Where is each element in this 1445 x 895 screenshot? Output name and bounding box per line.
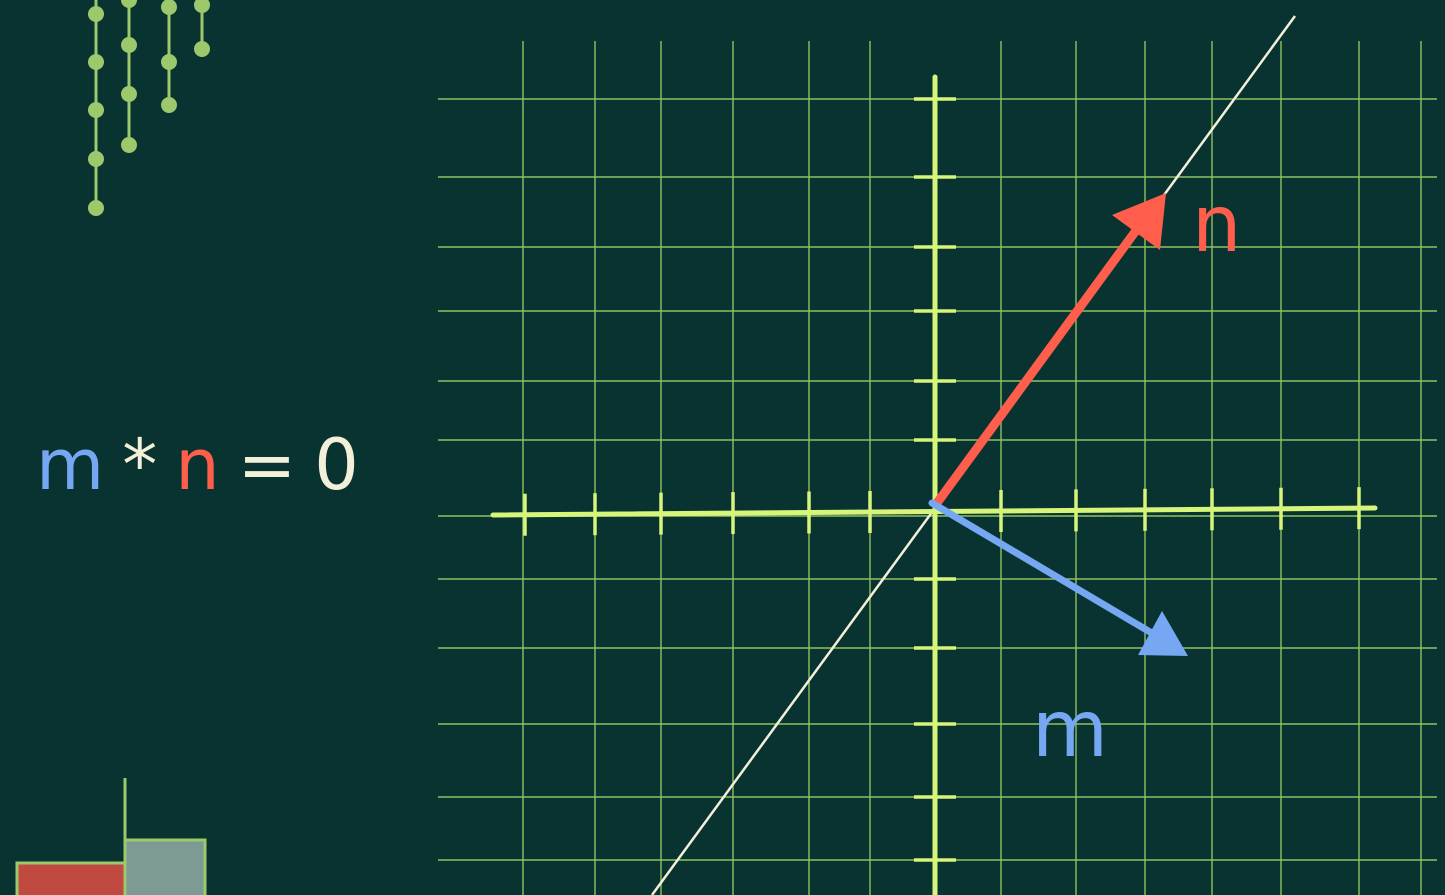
vector-n-shaft	[932, 220, 1145, 508]
vector-n	[932, 193, 1166, 508]
equation-result: 0	[314, 424, 359, 506]
dot-product-equation: m*n=0	[36, 430, 359, 500]
decor-bar-red	[15, 861, 127, 895]
equation-equals: =	[237, 424, 297, 506]
decor-hanging-lines	[88, 0, 210, 216]
vector-n-label: n	[1192, 180, 1241, 270]
vector-m-shaft	[928, 499, 1154, 636]
axis-ticks	[523, 97, 1361, 862]
vector-n-arrowhead	[1112, 193, 1166, 250]
decor-bars	[15, 778, 207, 895]
vector-m	[928, 499, 1188, 656]
vector-m-label: m	[1032, 685, 1108, 775]
vector-m-arrowhead	[1138, 611, 1188, 656]
axes	[490, 74, 1378, 895]
equation-vector-m: m	[36, 424, 105, 506]
decor-bar-gray	[123, 838, 207, 895]
equation-operator: *	[122, 424, 158, 506]
equation-vector-n: n	[175, 424, 220, 506]
